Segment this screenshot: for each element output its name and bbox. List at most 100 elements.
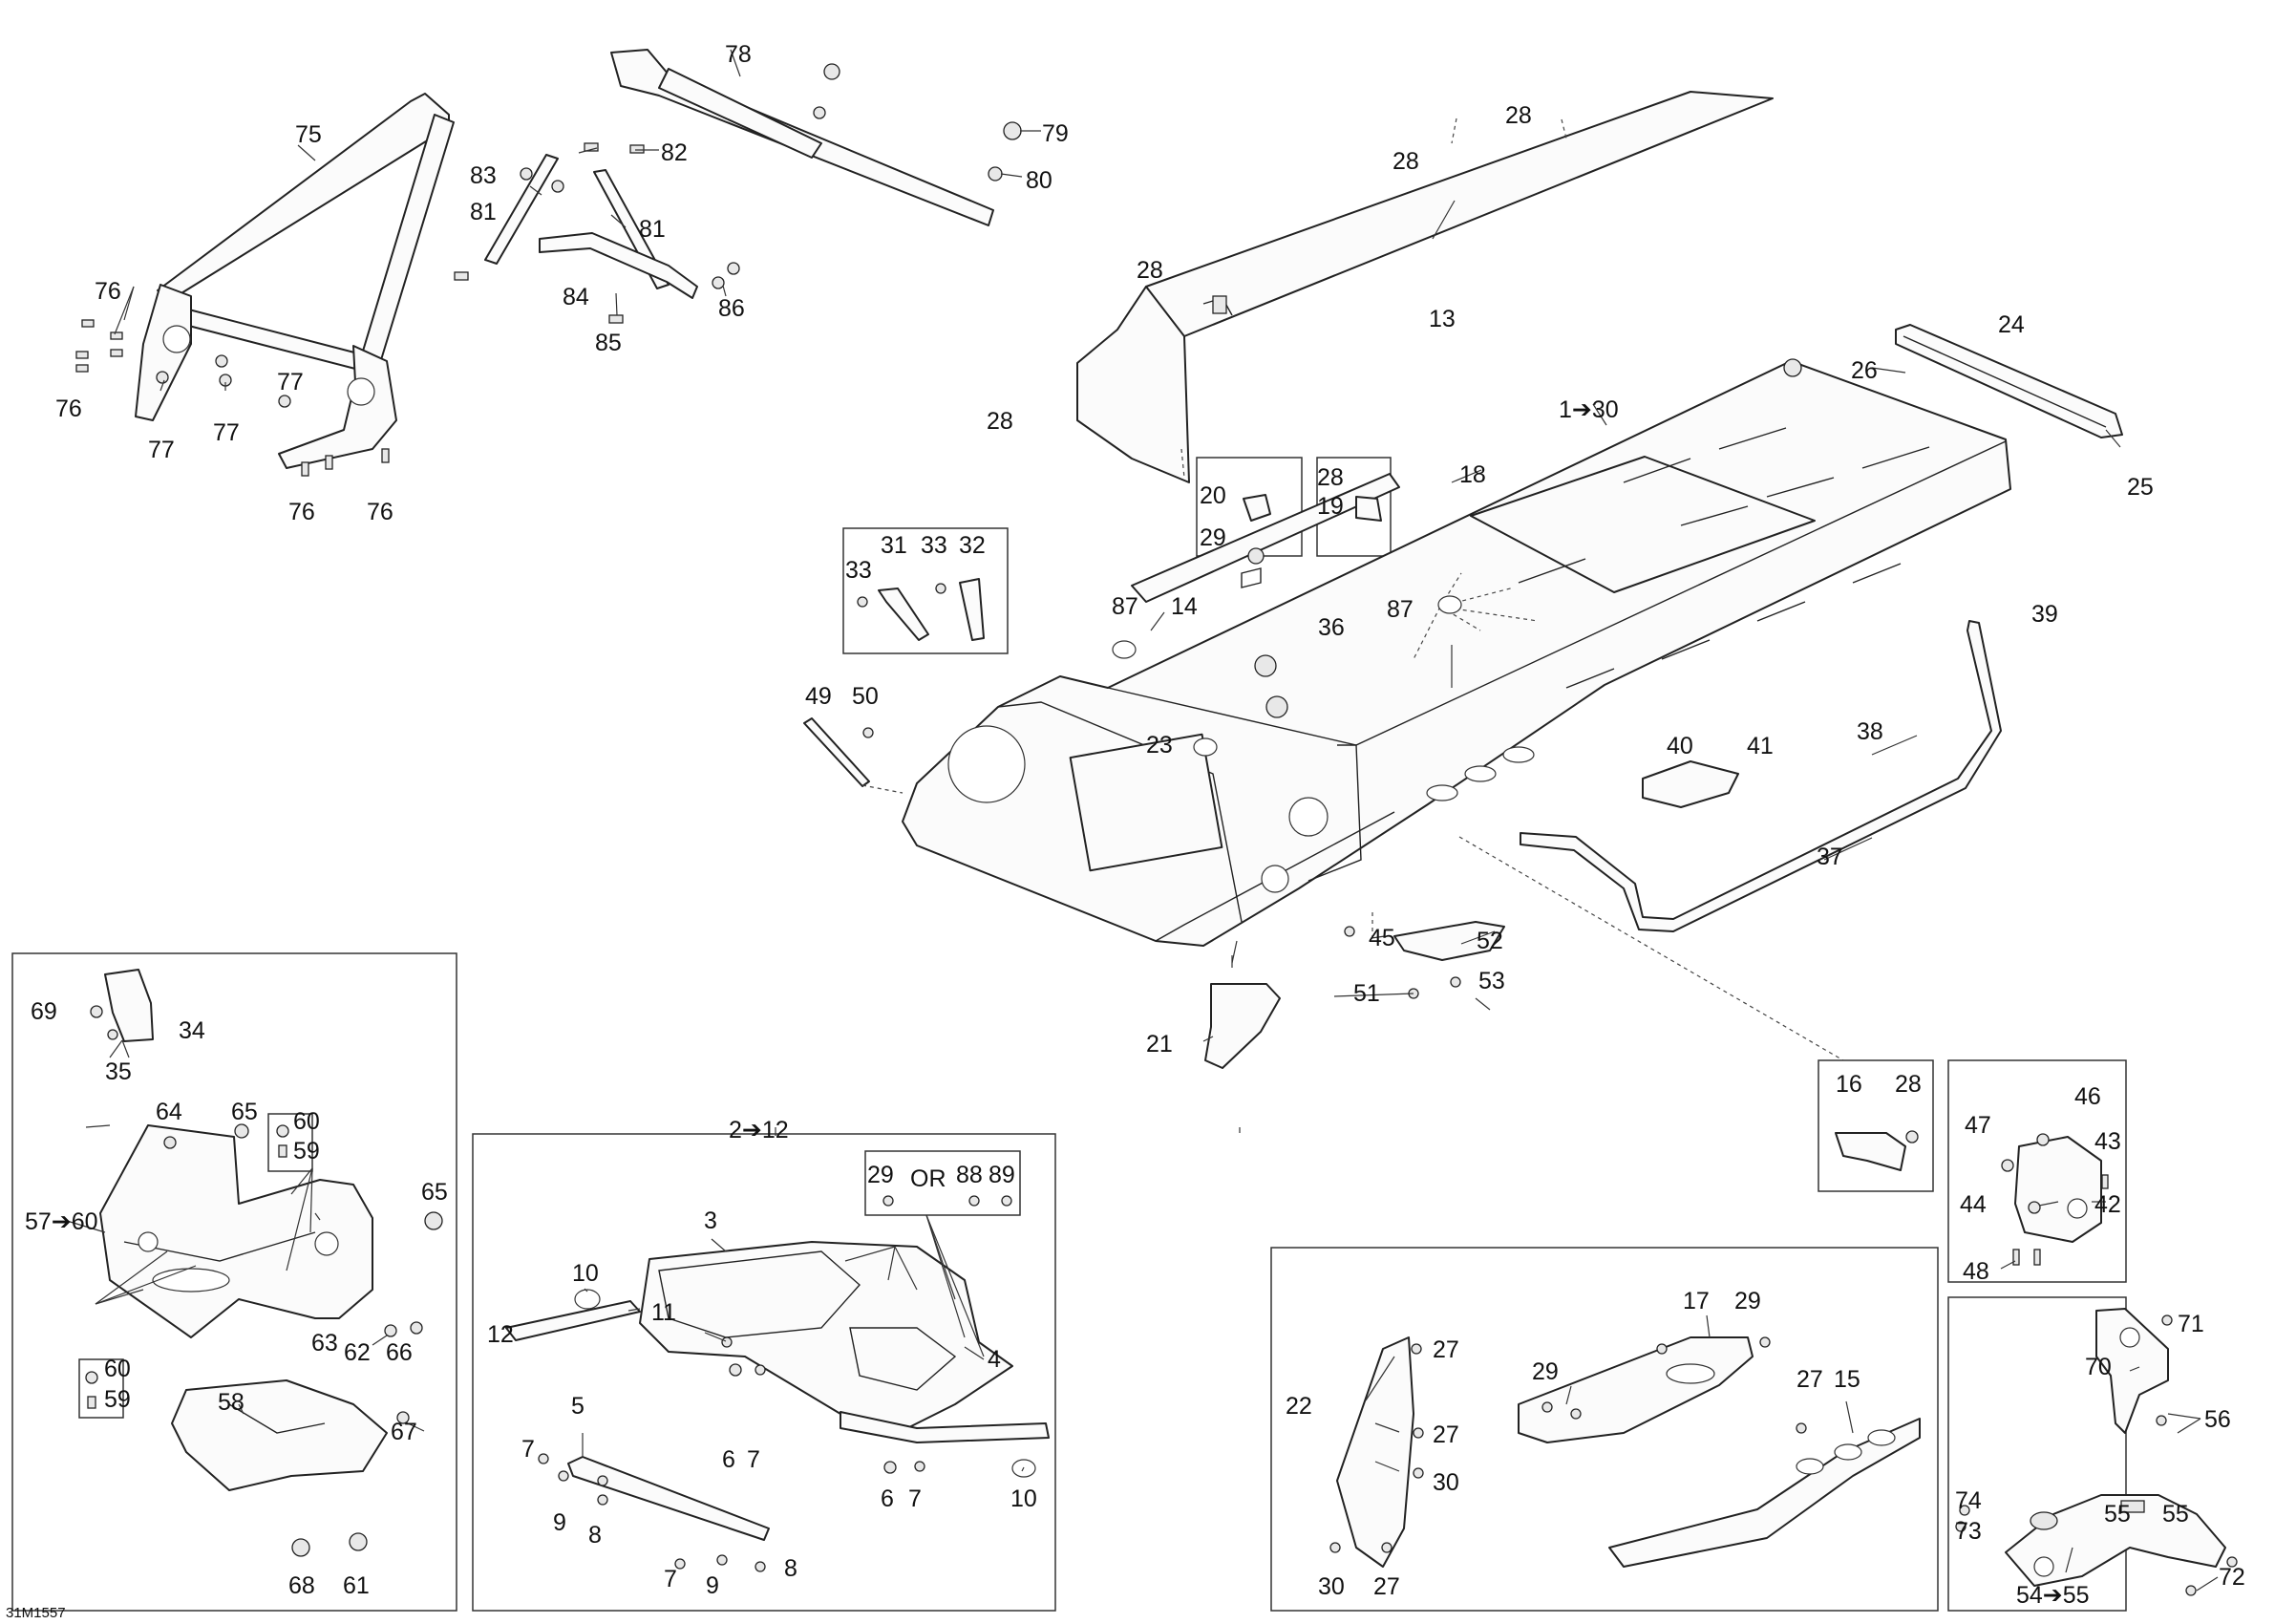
callout-18: 18 <box>1459 461 1486 488</box>
callout-35: 35 <box>105 1058 132 1085</box>
main-chassis-frame <box>902 360 2011 947</box>
callout-77b: 77 <box>213 419 240 446</box>
callout-labels: 1➔30 2➔12 3 4 5 6 6 7 7 7 7 8 8 9 9 10 1… <box>6 41 2245 1621</box>
callout-31: 31 <box>881 532 907 559</box>
callout-26: 26 <box>1851 357 1878 384</box>
callout-14: 14 <box>1171 593 1198 620</box>
callout-70: 70 <box>2085 1354 2112 1380</box>
callout-7a: 7 <box>747 1446 760 1473</box>
callout-73: 73 <box>1955 1518 1982 1545</box>
callout-76a: 76 <box>95 278 121 305</box>
callout-72: 72 <box>2219 1564 2245 1591</box>
callout-62: 62 <box>344 1339 371 1366</box>
callout-41: 41 <box>1747 733 1774 759</box>
callout-29b: 29 <box>1734 1288 1761 1314</box>
part-16-bracket <box>1835 1130 1919 1171</box>
callout-61: 61 <box>343 1572 370 1599</box>
callout-59a: 59 <box>293 1138 320 1165</box>
callout-21: 21 <box>1146 1031 1173 1058</box>
callout-87b: 87 <box>1387 596 1414 623</box>
callout-85: 85 <box>595 330 622 356</box>
callout-43: 43 <box>2094 1128 2121 1155</box>
callout-65b: 65 <box>421 1179 448 1206</box>
callout-28e: 28 <box>1317 464 1344 491</box>
callout-or: OR <box>910 1165 946 1192</box>
detail-box-31-33 <box>842 527 1009 654</box>
callout-23: 23 <box>1146 732 1173 759</box>
hardware-81-86 <box>454 142 740 324</box>
callout-1-30: 1➔30 <box>1559 396 1619 423</box>
callout-79: 79 <box>1042 120 1069 147</box>
callout-52: 52 <box>1477 928 1503 954</box>
hardware-2-12 <box>538 1195 1012 1572</box>
callout-22: 22 <box>1286 1393 1312 1420</box>
callout-9b: 9 <box>706 1572 719 1599</box>
callout-15: 15 <box>1834 1366 1860 1393</box>
callout-4: 4 <box>988 1346 1001 1373</box>
part-24-rear-rail <box>1895 324 2123 438</box>
callout-51: 51 <box>1353 980 1380 1007</box>
callout-45: 45 <box>1369 925 1395 951</box>
parts-19-20-clips <box>1243 494 1382 522</box>
hardware-78 <box>813 63 1022 182</box>
callout-27d: 27 <box>1373 1573 1400 1600</box>
callout-83: 83 <box>470 162 497 189</box>
callout-84: 84 <box>563 284 589 310</box>
part-58-support <box>171 1379 388 1491</box>
callout-32: 32 <box>959 532 986 559</box>
callout-54-55: 54➔55 <box>2016 1582 2090 1609</box>
callout-2-12: 2➔12 <box>729 1117 789 1143</box>
part-21-mount <box>1204 983 1281 1069</box>
parts-57-60-lower-bracket <box>99 1124 373 1338</box>
callout-30b: 30 <box>1318 1573 1345 1600</box>
callout-37: 37 <box>1817 844 1843 870</box>
part-52-bracket <box>1344 921 1505 999</box>
callout-7b: 7 <box>908 1485 922 1512</box>
part-11-plate <box>505 1300 641 1341</box>
callout-36: 36 <box>1318 614 1345 641</box>
callout-25: 25 <box>2127 474 2154 501</box>
callout-28a: 28 <box>1505 102 1532 129</box>
callout-81b: 81 <box>639 216 666 243</box>
callout-29a: 29 <box>1200 524 1226 551</box>
part-40-bracket <box>1642 760 1739 808</box>
callout-66: 66 <box>386 1339 413 1366</box>
detail-box-60-59-lower <box>78 1358 124 1419</box>
callout-74: 74 <box>1955 1487 1982 1514</box>
parts-31-33-brackets <box>857 578 985 641</box>
callout-48: 48 <box>1963 1258 1989 1285</box>
callout-49: 49 <box>805 683 832 710</box>
callout-9a: 9 <box>553 1509 566 1536</box>
callout-78: 78 <box>725 41 752 68</box>
callout-16: 16 <box>1836 1071 1862 1098</box>
callout-8b: 8 <box>784 1555 797 1582</box>
callout-6a: 6 <box>722 1446 735 1473</box>
callout-29c: 29 <box>1532 1358 1559 1385</box>
callout-88: 88 <box>956 1162 983 1188</box>
callout-81a: 81 <box>470 199 497 225</box>
callout-27a: 27 <box>1433 1336 1459 1363</box>
callout-47: 47 <box>1965 1112 1991 1139</box>
callout-87a: 87 <box>1112 593 1138 620</box>
part-34-plate <box>104 969 154 1042</box>
callout-3: 3 <box>704 1207 717 1234</box>
callout-33b: 33 <box>921 532 947 559</box>
part-70-bracket <box>2095 1308 2169 1434</box>
hardware-chassis-studs <box>1247 358 1802 718</box>
part-15-plate <box>1608 1418 1921 1568</box>
callout-40: 40 <box>1667 733 1693 759</box>
callout-34: 34 <box>179 1017 205 1044</box>
callout-55a: 55 <box>2104 1501 2131 1528</box>
part-22-side-bracket <box>1336 1336 1414 1568</box>
callout-76c: 76 <box>288 499 315 525</box>
callout-42: 42 <box>2094 1191 2121 1218</box>
callout-60a: 60 <box>293 1108 320 1135</box>
callout-28d: 28 <box>987 408 1013 435</box>
callout-89: 89 <box>989 1162 1015 1188</box>
callout-28c: 28 <box>1137 257 1163 284</box>
callout-55b: 55 <box>2162 1501 2189 1528</box>
callout-28b: 28 <box>1392 148 1419 175</box>
callout-53: 53 <box>1478 968 1505 994</box>
callout-69: 69 <box>31 998 57 1025</box>
